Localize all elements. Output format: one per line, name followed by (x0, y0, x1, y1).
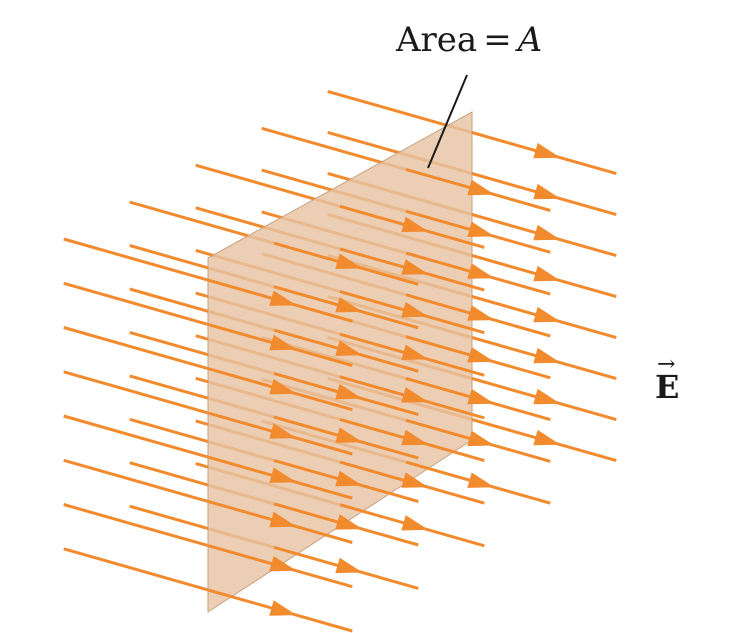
field-arrowhead-icon (335, 514, 363, 530)
field-arrowhead-icon (533, 265, 561, 282)
field-arrowhead-icon (269, 423, 297, 439)
field-line-back-segment (63, 237, 209, 282)
field-arrowhead-icon (467, 305, 495, 321)
field-arrowhead-icon (269, 556, 297, 572)
field-line-back-segment (63, 547, 209, 592)
field-arrowhead-icon (401, 387, 429, 403)
field-line-back-segment (63, 458, 209, 503)
electric-field-symbol: E (655, 368, 680, 406)
field-arrowhead-icon (467, 430, 495, 447)
equals-sign: = (483, 20, 512, 60)
field-arrowhead-icon (533, 388, 561, 405)
field-arrowhead-icon (467, 221, 495, 237)
field-arrowhead-icon (401, 344, 429, 360)
field-line-back-segment (63, 326, 209, 371)
field-arrowhead-icon (533, 306, 561, 323)
field-line-back-segment (63, 281, 209, 326)
field-arrowhead-icon (335, 383, 363, 400)
field-arrowhead-icon (533, 429, 561, 446)
field-arrowhead-icon (401, 302, 429, 318)
field-arrowhead-icon (335, 470, 363, 487)
field-arrowhead-icon (401, 259, 429, 275)
field-arrowhead-icon (533, 183, 561, 200)
field-line-back-segment (63, 370, 209, 415)
field-arrowhead-icon (401, 515, 429, 531)
area-leader-line (427, 74, 468, 169)
field-arrowhead-icon (533, 224, 561, 241)
field-arrowhead-icon (467, 263, 495, 279)
electric-field-label: → E (655, 352, 680, 406)
field-arrowhead-icon (335, 253, 363, 269)
area-word: Area (396, 20, 478, 60)
field-arrowhead-icon (401, 472, 429, 488)
field-arrowhead-icon (269, 511, 297, 528)
field-arrowhead-icon (401, 429, 429, 446)
field-arrowhead-icon (401, 216, 429, 233)
field-arrowhead-icon (467, 347, 495, 363)
field-arrowhead-icon (269, 290, 297, 306)
field-arrowhead-icon (269, 334, 297, 351)
field-line-back-segment (63, 503, 209, 548)
vector-arrow-icon: → (657, 352, 676, 377)
field-arrowhead-icon (269, 379, 297, 395)
field-arrowhead-icon (269, 467, 297, 483)
field-arrowhead-icon (467, 179, 495, 196)
field-lines-in-front-of-plane (207, 131, 617, 633)
field-arrowhead-icon (533, 142, 561, 159)
field-arrowhead-icon (467, 472, 495, 488)
field-arrowhead-icon (335, 427, 363, 443)
field-arrowhead-icon (533, 347, 561, 364)
field-line-back-segment (63, 414, 209, 459)
field-arrowhead-icon (467, 388, 495, 405)
field-arrowhead-icon (335, 557, 363, 574)
field-arrowhead-icon (335, 297, 363, 313)
area-symbol: A (517, 20, 543, 60)
field-arrowhead-icon (335, 340, 363, 356)
field-arrowhead-icon (269, 600, 297, 616)
area-label: Area=A (396, 20, 542, 60)
